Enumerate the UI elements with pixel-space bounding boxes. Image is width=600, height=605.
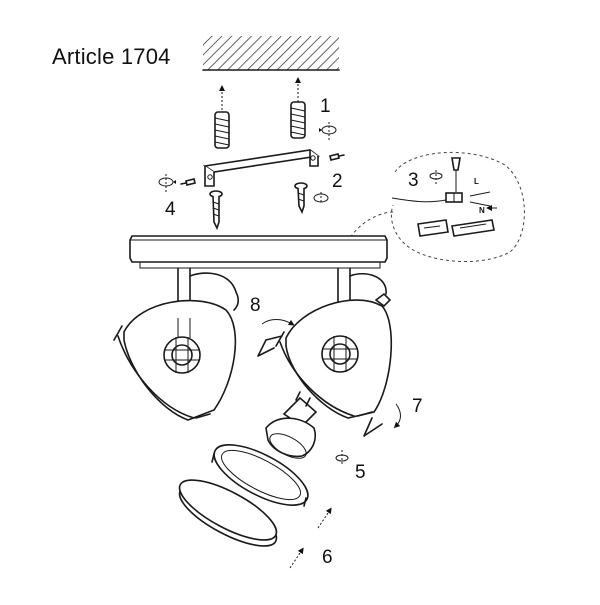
ceiling-screw-right: [294, 182, 308, 215]
wire-label-neutral: N: [479, 206, 485, 215]
rotate-symbol-4: [158, 174, 176, 192]
gu10-bulb: [265, 391, 318, 459]
bracket-screw-right: [329, 153, 345, 161]
mounting-bracket: [202, 149, 321, 187]
rotate-arrow-7: [393, 403, 401, 429]
step-number-7: 7: [412, 396, 423, 417]
retaining-ring: [178, 479, 278, 547]
insert-arrow-ring: [289, 547, 304, 569]
article-title: Article 1704: [52, 44, 171, 69]
rotate-symbol-1: [319, 122, 337, 140]
rotate-symbol-5: [335, 450, 349, 466]
terminal-block: [445, 192, 463, 203]
ceiling-surface: [202, 36, 340, 71]
bracket-screw-left: [180, 178, 196, 186]
step-number-8: 8: [250, 295, 261, 316]
rotate-arrow-8: [261, 319, 295, 326]
step-number-5: 5: [355, 462, 366, 483]
step-number-2: 2: [332, 171, 343, 192]
spotlight-right: [257, 267, 393, 437]
step-number-3: 3: [408, 170, 419, 191]
insert-arrow-lens: [317, 507, 332, 529]
ceiling-insert-arrows: [219, 77, 301, 110]
step-number-1: 1: [320, 96, 331, 117]
ceiling-base-plate: [129, 235, 388, 269]
ceiling-screw-left: [209, 190, 223, 231]
spotlight-left: [113, 267, 239, 421]
rotate-symbol-2: [313, 192, 329, 204]
wire-label-live: L: [474, 177, 479, 186]
wiring-detail-bubble: L N: [349, 151, 525, 262]
connector-housing: [417, 219, 495, 237]
wall-plug-right: [290, 101, 306, 139]
step-number-6: 6: [322, 547, 333, 568]
step-number-4: 4: [165, 199, 176, 220]
wall-plug-left: [214, 111, 230, 149]
screwdriver-icon: [451, 157, 461, 192]
glass-lens: [211, 444, 309, 507]
